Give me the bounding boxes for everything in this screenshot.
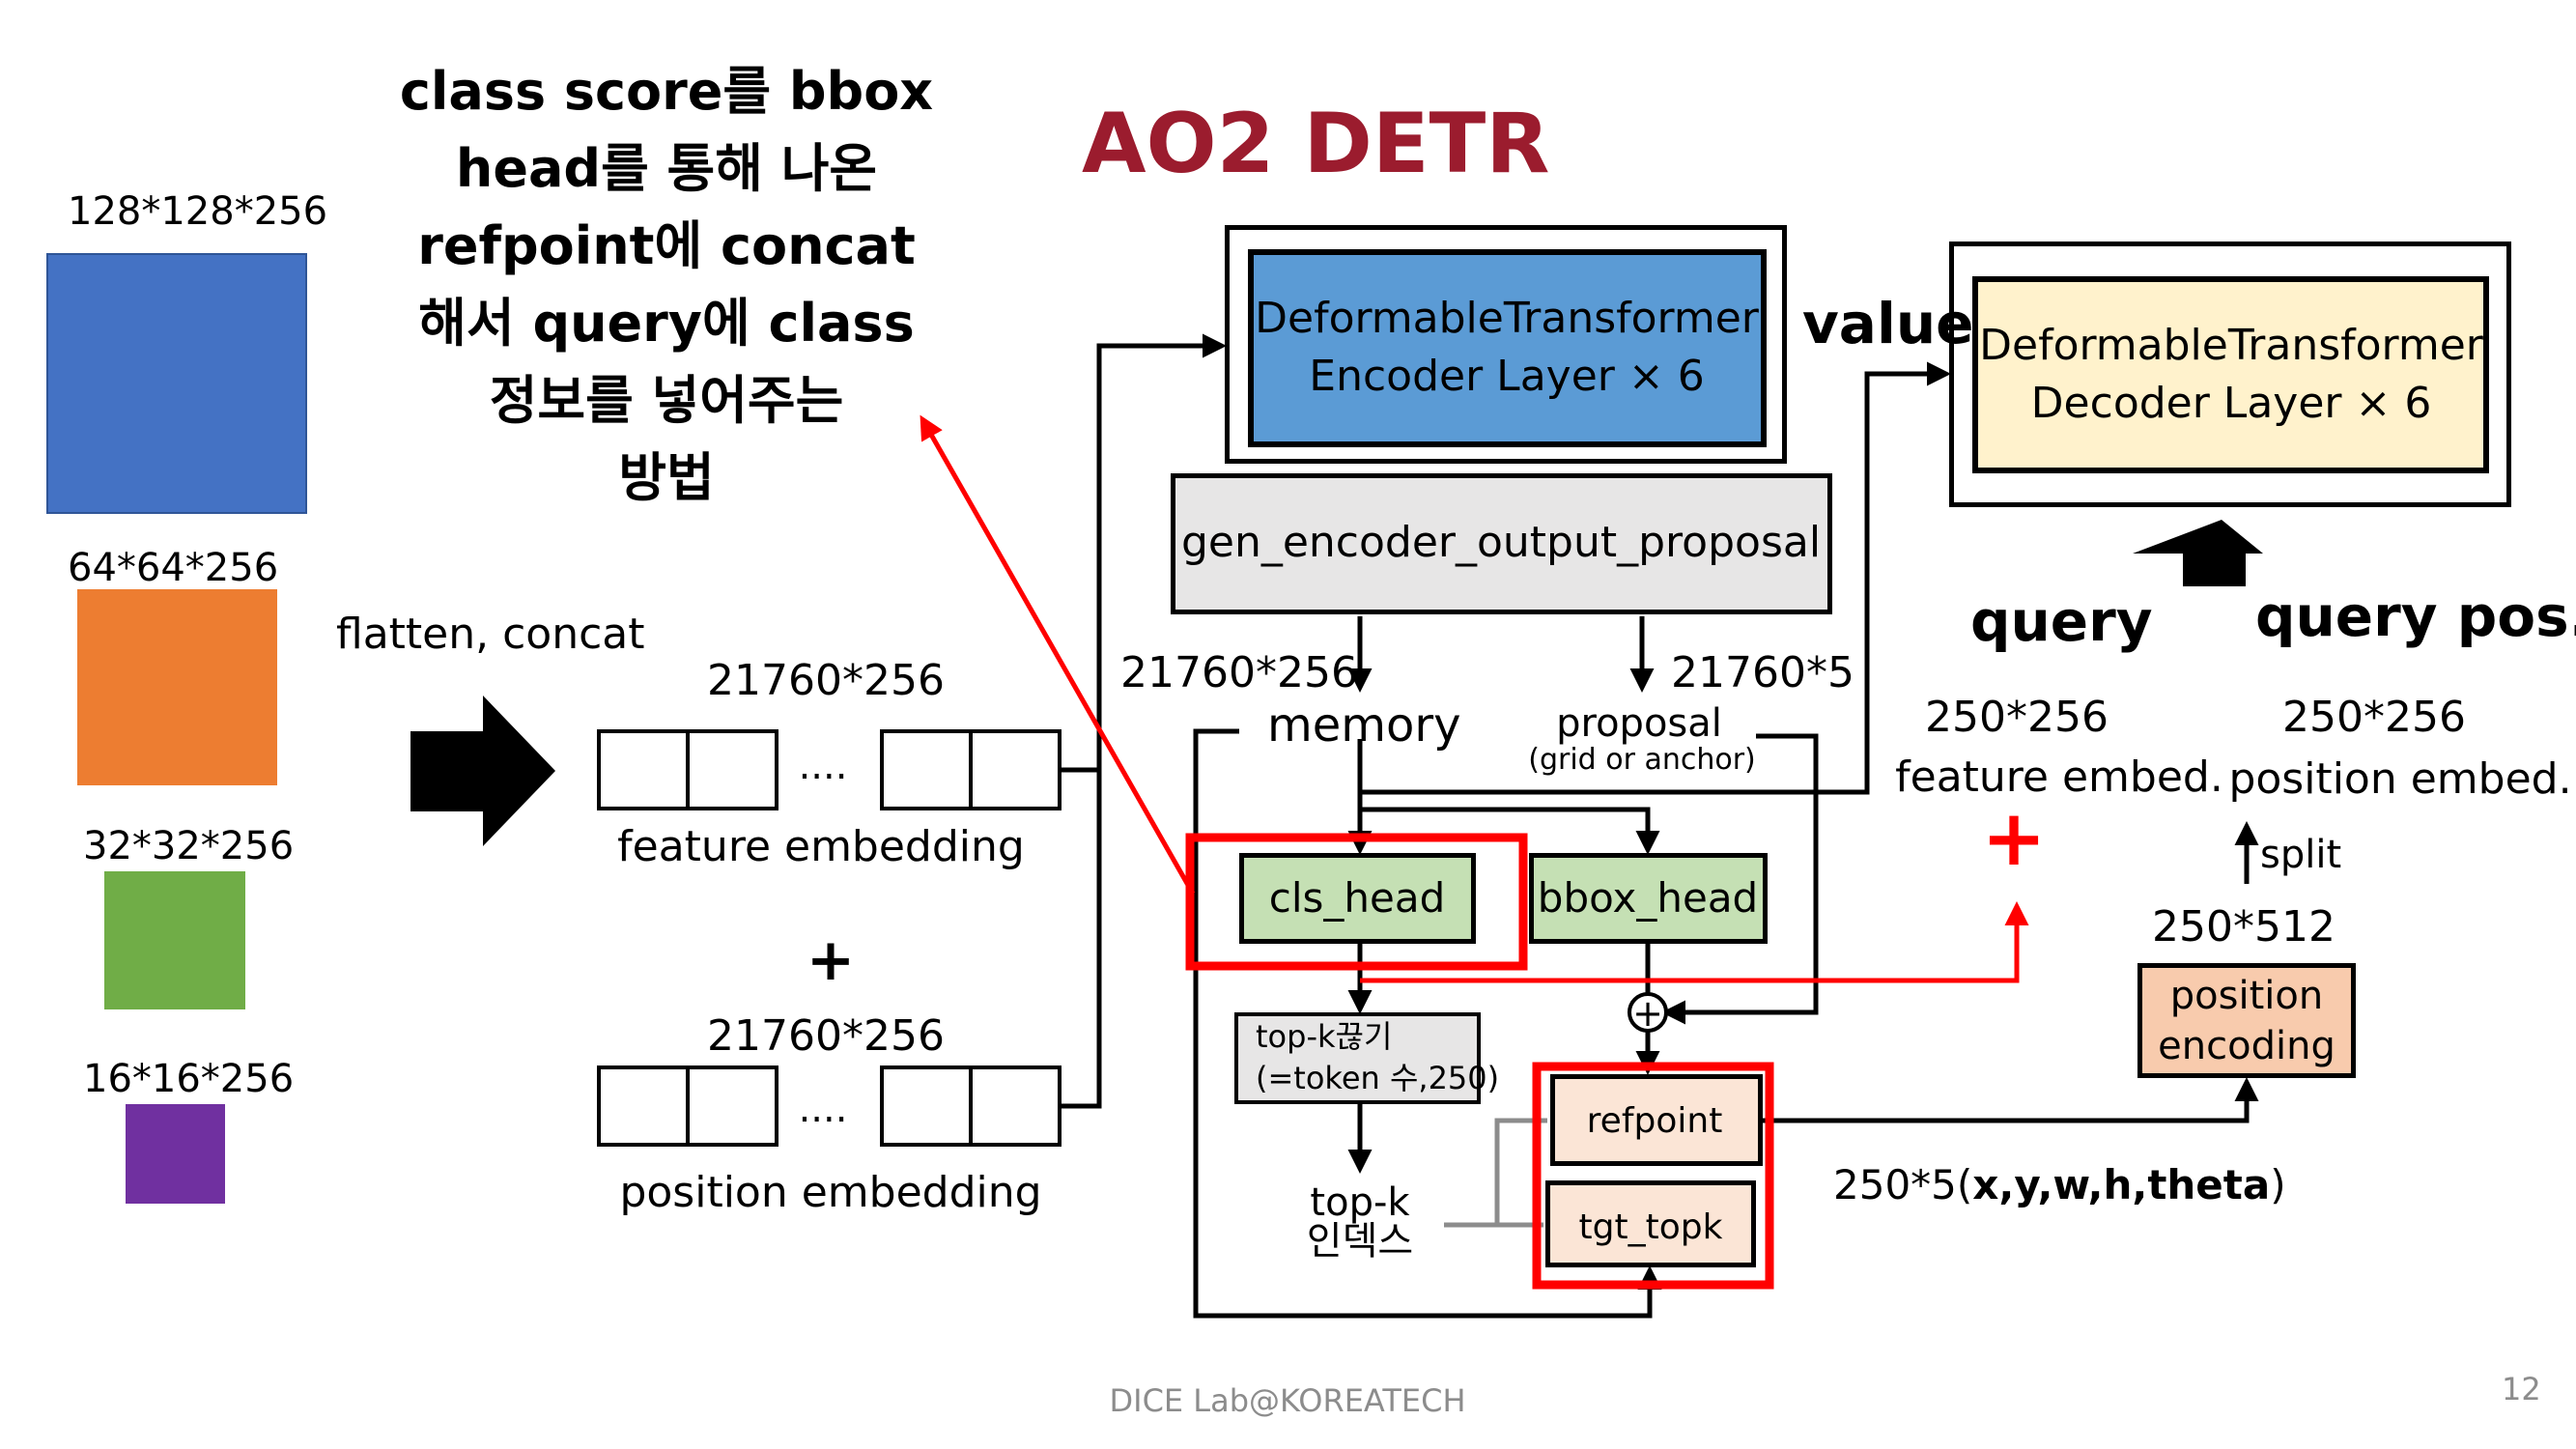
feature-map-32 (104, 871, 245, 1009)
annotation-line: 정보를 넣어주는 (489, 370, 844, 431)
tgt-topk-label: tgt_topk (1578, 1208, 1723, 1247)
coords-suffix: ) (2270, 1161, 2286, 1208)
decoder-label-line2: Decoder Layer × 6 (2030, 379, 2432, 428)
refpoint-to-pe-line (1763, 1077, 2259, 1123)
topk-index-line1: top-k (1310, 1180, 1410, 1225)
decoder-input-arrow (2133, 520, 2263, 586)
query-pos-label: query pos. (2255, 583, 2576, 649)
red-plus-sign: + (1981, 793, 2047, 883)
slide-title: AO2 DETR (1082, 96, 1550, 192)
position-embed-dims: 250*256 (2282, 693, 2466, 742)
cls-head-label: cls_head (1268, 874, 1446, 922)
annotation-line: 해서 query에 class (418, 293, 915, 354)
tgt-topk-block (1545, 1180, 1756, 1267)
index-refpoint-connector (1494, 1118, 1547, 1225)
value-label: value (1802, 291, 1974, 356)
feature-map-64 (77, 589, 277, 785)
position-to-encoder-line (1060, 770, 1102, 1109)
refpoint-block (1550, 1074, 1763, 1166)
topk-label-line2: (=token 수,250) (1256, 1060, 1500, 1096)
refpoint-tgt-highlight (1532, 1062, 1774, 1290)
position-embedding-dims: 21760*256 (707, 1011, 945, 1061)
decoder-label-line1: DeformableTransformer (1979, 321, 2483, 370)
feature-map-label: 64*64*256 (68, 546, 279, 590)
feature-map-16 (126, 1104, 225, 1204)
memory-branch-line (1360, 807, 1660, 855)
feature-map-label: 128*128*256 (68, 189, 328, 234)
feature-embedding-dims: 21760*256 (707, 656, 945, 705)
memory-label: memory (1267, 698, 1461, 753)
footer-text: DICE Lab@KOREATECH (1109, 1382, 1466, 1419)
memory-loop-line (1193, 728, 1662, 1319)
embedding-to-encoder-line (1060, 333, 1227, 773)
annotation-line: head를 통해 나온 (455, 138, 878, 199)
annotation-line: class score를 bbox (399, 61, 934, 122)
position-embed-caption: position embed. (2228, 754, 2572, 804)
cls-head-block (1239, 853, 1476, 944)
sum-node (1628, 992, 1668, 1033)
proposal-generator-box (1171, 473, 1832, 614)
proposal-to-sum-line (1661, 733, 1819, 1025)
proposal-generator-label: gen_encoder_output_proposal (1180, 518, 1822, 567)
annotation-line: refpoint에 concat (417, 215, 916, 276)
decoder-block (1972, 276, 2489, 473)
feature-map-label: 16*16*256 (83, 1057, 295, 1101)
position-embedding-caption: position embedding (619, 1168, 1042, 1217)
bbox-head-label: bbox_head (1537, 874, 1759, 922)
position-encoding-block (2137, 963, 2356, 1078)
annotation-line: 방법 (618, 447, 715, 508)
proposal-label: proposal (1556, 701, 1722, 746)
encoder-block (1248, 249, 1767, 447)
topk-label-line1: top-k끊기 (1256, 1018, 1393, 1055)
refpoint-label: refpoint (1586, 1101, 1723, 1141)
query-label: query (1970, 588, 2153, 654)
proposal-dims: 21760*5 (1671, 648, 1854, 697)
encoder-label-line1: DeformableTransformer (1255, 294, 1759, 343)
position-encoding-dims: 250*512 (2152, 902, 2335, 952)
annotation-pointer-line (920, 414, 1196, 895)
flatten-arrow (410, 696, 555, 846)
memory-dims: 21760*256 (1120, 648, 1358, 697)
position-encoding-line1: position (2169, 974, 2324, 1018)
encoder-outer-box (1225, 225, 1787, 464)
feature-embedding-caption: feature embedding (617, 822, 1025, 871)
proposal-sublabel: (grid or anchor) (1528, 743, 1756, 777)
class-score-to-query-line (1360, 901, 2029, 983)
sum-node-label: + (1632, 992, 1663, 1035)
decoder-outer-box (1949, 242, 2511, 507)
cls-head-highlight (1185, 833, 1528, 971)
topk-index-line2: 인덱스 (1306, 1219, 1414, 1264)
coords-prefix: 250*5( (1833, 1161, 1973, 1208)
flatten-label: flatten, concat (336, 610, 645, 659)
position-encoding-line2: encoding (2158, 1024, 2335, 1068)
refpoint-coords-label: 250*5(x,y,w,h,theta) (1833, 1161, 2286, 1208)
feature-map-128 (46, 253, 307, 514)
position-embedding-dots: .... (798, 1087, 848, 1131)
split-label: split (2260, 833, 2342, 877)
coords-fields: x,y,w,h,theta (1972, 1161, 2271, 1208)
bbox-head-block (1529, 853, 1768, 944)
position-embedding-tokens (597, 1065, 1062, 1147)
plus-sign: + (806, 926, 856, 994)
feature-embed-dims: 250*256 (1925, 693, 2109, 742)
feature-embed-caption: feature embed. (1895, 753, 2223, 802)
feature-embedding-dots: .... (798, 744, 848, 788)
encoder-label-line2: Encoder Layer × 6 (1309, 352, 1705, 401)
topk-block (1234, 1012, 1481, 1104)
feature-embedding-tokens (597, 729, 1062, 810)
memory-to-decoder-line (1360, 361, 1951, 795)
page-number: 12 (2502, 1371, 2541, 1407)
feature-map-label: 32*32*256 (83, 824, 295, 868)
